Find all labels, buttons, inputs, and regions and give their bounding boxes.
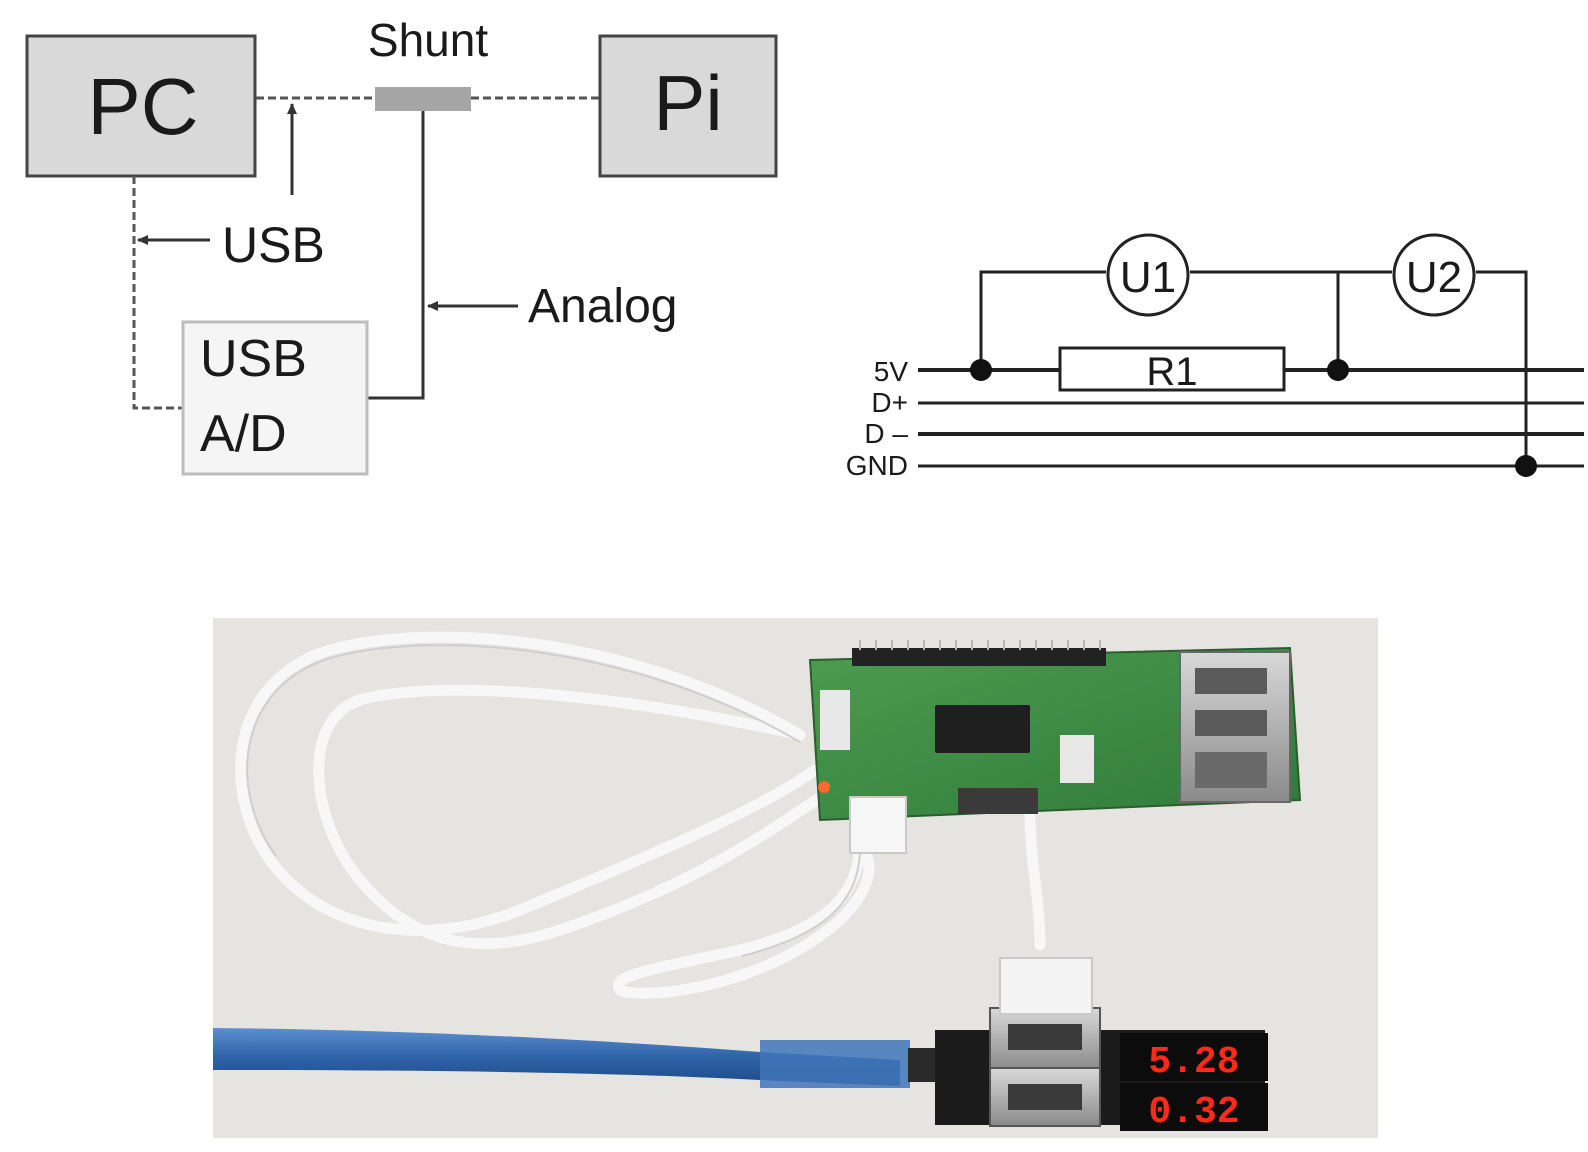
- line-5v-label: 5V: [874, 356, 909, 387]
- white-usb-cable: [235, 631, 1046, 999]
- block-diagram: PC Pi Shunt USB Analog USB A/D: [25, 14, 778, 476]
- white-usb-cable-shadow: [246, 644, 861, 957]
- analog-label: Analog: [528, 280, 677, 333]
- junction-dot: [1327, 359, 1349, 381]
- resistor-r1-label: R1: [1146, 350, 1197, 394]
- circuit-labels: U1 U2 R1 5V D+ D – GND: [846, 253, 1462, 481]
- pc-box: PC: [25, 34, 257, 178]
- meter-u2: [1392, 233, 1476, 317]
- setup-photo: 5.28 0.32: [213, 618, 1378, 1138]
- current-readout: 0.32: [1148, 1091, 1239, 1134]
- line-gnd-label: GND: [846, 450, 908, 481]
- meter-u1-label: U1: [1120, 253, 1176, 302]
- adc-box: USB A/D: [181, 320, 369, 476]
- line-dminus-label: D –: [864, 418, 908, 449]
- shunt-label: Shunt: [368, 14, 488, 66]
- usb-power-meter: 5.28 0.32: [935, 957, 1268, 1134]
- resistor-r1: [1058, 346, 1286, 392]
- raspberry-pi-board: [808, 640, 1302, 854]
- adc-label-line2: A/D: [200, 405, 287, 463]
- adc-label-line1: USB: [200, 330, 307, 388]
- pi-box: Pi: [598, 34, 778, 178]
- pc-label: PC: [87, 62, 198, 151]
- voltage-readout: 5.28: [1148, 1041, 1239, 1084]
- line-dplus-label: D+: [871, 387, 908, 418]
- junction-dot: [970, 359, 992, 381]
- pi-label: Pi: [653, 59, 722, 147]
- circuit-diagram: [918, 233, 1584, 477]
- analog-wire: [367, 111, 425, 400]
- usb-cable-pc-adc: [132, 176, 183, 410]
- usb-label: USB: [222, 217, 325, 273]
- shunt-resistor: [375, 87, 471, 111]
- junction-dot: [1515, 455, 1537, 477]
- meter-u2-label: U2: [1406, 253, 1462, 302]
- meter-u1: [1106, 233, 1190, 317]
